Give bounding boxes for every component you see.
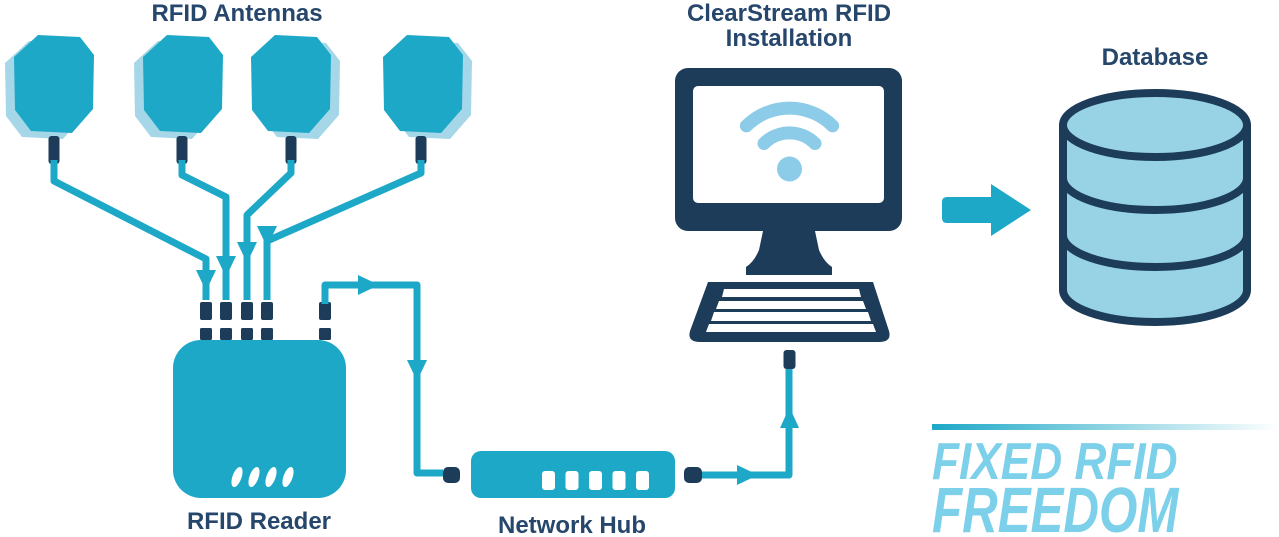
- keyboard-row: [716, 301, 866, 309]
- reader-cable-plugs: [200, 302, 331, 320]
- database-divider: [1059, 177, 1251, 215]
- antenna-connector: [415, 136, 427, 164]
- reader-label: RFID Reader: [186, 508, 332, 535]
- database-cylinder-icon: [1059, 89, 1251, 327]
- computer-plug: [783, 350, 796, 369]
- arrow-right-icon: [737, 465, 758, 485]
- arrow-down-icon: [196, 270, 216, 291]
- arrow-down-icon: [216, 256, 236, 277]
- antennas-title: RFID Antennas: [151, 0, 323, 27]
- hub-label: Network Hub: [497, 512, 646, 537]
- antenna-panel: [143, 35, 223, 133]
- antenna-panel: [251, 35, 331, 133]
- tagline-line2: FREEDOM: [932, 474, 1179, 537]
- monitor-stand: [746, 231, 832, 275]
- antenna-connector: [48, 136, 60, 164]
- cable-antenna-1: [50, 160, 210, 300]
- antenna-connector: [285, 136, 297, 164]
- arrow-up-icon: [780, 407, 799, 428]
- keyboard-row: [711, 312, 871, 321]
- tagline-line1: FIXED RFID: [932, 433, 1178, 491]
- antenna-panel: [14, 35, 94, 133]
- cable-antenna-2: [178, 160, 230, 300]
- database-top: [1059, 89, 1251, 161]
- rfid-antenna-icon: [5, 35, 94, 164]
- installation-title-line1: ClearStream RFID: [686, 0, 892, 27]
- reader-to-hub-cable: [321, 275, 460, 483]
- keyboard-row: [706, 324, 876, 332]
- database-divider: [1059, 234, 1251, 272]
- rfid-antenna-icon: [251, 35, 340, 164]
- database-label: Database: [1101, 44, 1209, 71]
- keyboard-row: [722, 289, 861, 297]
- arrow-down-icon: [237, 242, 257, 263]
- arrow-right-icon: [358, 275, 379, 295]
- antenna-connector: [176, 136, 188, 164]
- cable-path: [702, 369, 793, 479]
- monitor-screen: [693, 86, 884, 203]
- cable-plug: [443, 467, 460, 483]
- cable-path: [321, 281, 443, 477]
- antenna-panel: [383, 35, 463, 133]
- cable-antenna-4: [263, 160, 425, 300]
- database-body: [1059, 125, 1251, 327]
- hub-ports: [542, 471, 649, 490]
- reader-body: [173, 340, 346, 498]
- hub-to-computer-cable: [702, 350, 799, 485]
- hub-out-plug: [684, 467, 702, 483]
- rfid-reader-icon: [173, 302, 346, 498]
- tagline-underline: [932, 424, 1279, 430]
- installation-title: ClearStream RFID Installation: [664, 1, 914, 51]
- flow-arrow-icon: [942, 184, 1031, 236]
- reader-ports: [200, 328, 331, 340]
- wifi-icon: [739, 101, 840, 182]
- rfid-antenna-icon: [134, 35, 223, 164]
- keyboard-icon: [689, 282, 890, 342]
- antenna-cables: [50, 160, 425, 300]
- computer-monitor-icon: [675, 68, 902, 275]
- installation-title-line2: Installation: [725, 25, 853, 52]
- reader-status-leds: [231, 467, 294, 487]
- rfid-antenna-icon: [383, 35, 472, 164]
- network-hub-icon: [471, 451, 702, 498]
- arrow-down-icon: [257, 226, 277, 247]
- arrow-down-icon: [407, 360, 427, 381]
